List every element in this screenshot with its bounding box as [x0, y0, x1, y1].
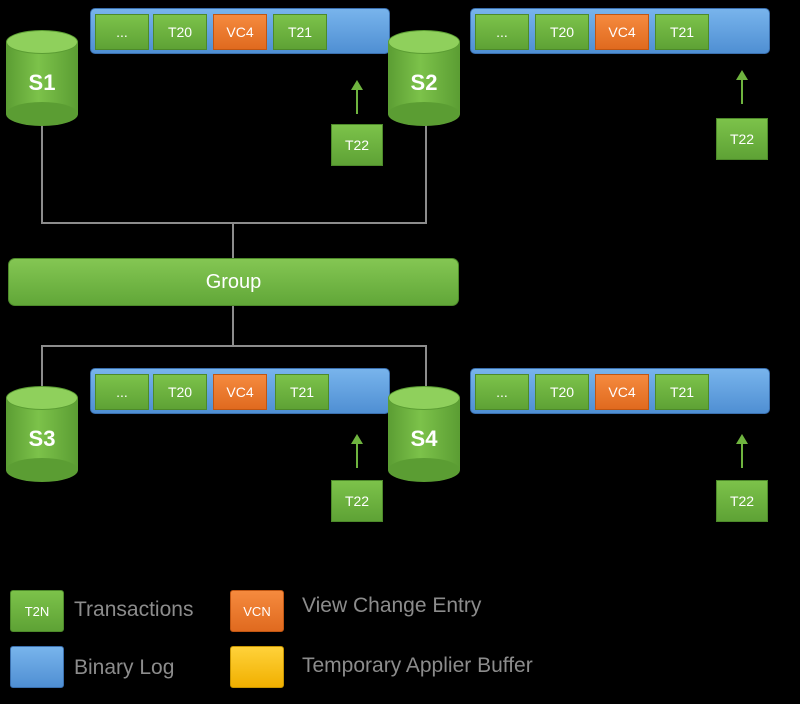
connector-bottom-horizontal: [41, 345, 427, 347]
incoming-transaction: T22: [331, 480, 383, 522]
log-entry: T21: [655, 14, 709, 50]
log-entry: T20: [153, 14, 207, 50]
legend-swatch-transactions: T2N: [10, 590, 64, 632]
log-entry: T21: [655, 374, 709, 410]
incoming-transaction: T22: [716, 480, 768, 522]
log-entry-view-change: VC4: [595, 374, 649, 410]
log-entry: T20: [535, 14, 589, 50]
legend-label-transactions: Transactions: [74, 598, 194, 621]
binary-log-s1: ... T20 VC4 T21: [90, 8, 390, 54]
connector-s2-down: [425, 120, 427, 224]
connector-top-to-group: [232, 222, 234, 258]
log-entry: ...: [475, 374, 529, 410]
log-entry-view-change: VC4: [595, 14, 649, 50]
server-label: S1: [28, 70, 56, 95]
log-entry: T21: [273, 14, 327, 50]
log-entry: ...: [95, 14, 149, 50]
legend-swatch-binary-log: [10, 646, 64, 688]
legend-label-applier-buffer: Temporary Applier Buffer: [302, 654, 533, 677]
log-entry-view-change: VC4: [213, 14, 267, 50]
arrow-up-icon: [736, 434, 748, 468]
connector-group-to-bottom: [232, 306, 234, 346]
server-label: S2: [410, 70, 438, 95]
arrow-up-icon: [351, 80, 363, 114]
legend-swatch-applier-buffer: [230, 646, 284, 688]
log-entry: T21: [275, 374, 329, 410]
log-entry: ...: [475, 14, 529, 50]
connector-top-horizontal: [41, 222, 427, 224]
connector-s4-up: [425, 345, 427, 390]
arrow-up-icon: [351, 434, 363, 468]
server-s4-database-icon: S4: [388, 386, 460, 482]
server-label: S4: [410, 426, 438, 451]
arrow-up-icon: [736, 70, 748, 104]
legend-swatch-view-change: VCN: [230, 590, 284, 632]
connector-s1-down: [41, 120, 43, 224]
server-s1-database-icon: S1: [6, 30, 78, 126]
incoming-transaction: T22: [716, 118, 768, 160]
log-entry-view-change: VC4: [213, 374, 267, 410]
server-s2-database-icon: S2: [388, 30, 460, 126]
group-bar: Group: [8, 258, 459, 306]
binary-log-s2: ... T20 VC4 T21: [470, 8, 770, 54]
log-entry: T20: [153, 374, 207, 410]
log-entry: T20: [535, 374, 589, 410]
connector-s3-up: [41, 345, 43, 390]
binary-log-s4: ... T20 VC4 T21: [470, 368, 770, 414]
server-s3-database-icon: S3: [6, 386, 78, 482]
binary-log-s3: ... T20 VC4 T21: [90, 368, 390, 414]
incoming-transaction: T22: [331, 124, 383, 166]
legend-label-binary-log: Binary Log: [74, 656, 175, 679]
server-label: S3: [28, 426, 56, 451]
group-label: Group: [205, 270, 262, 293]
log-entry: ...: [95, 374, 149, 410]
legend-label-view-change: View Change Entry: [302, 594, 482, 617]
